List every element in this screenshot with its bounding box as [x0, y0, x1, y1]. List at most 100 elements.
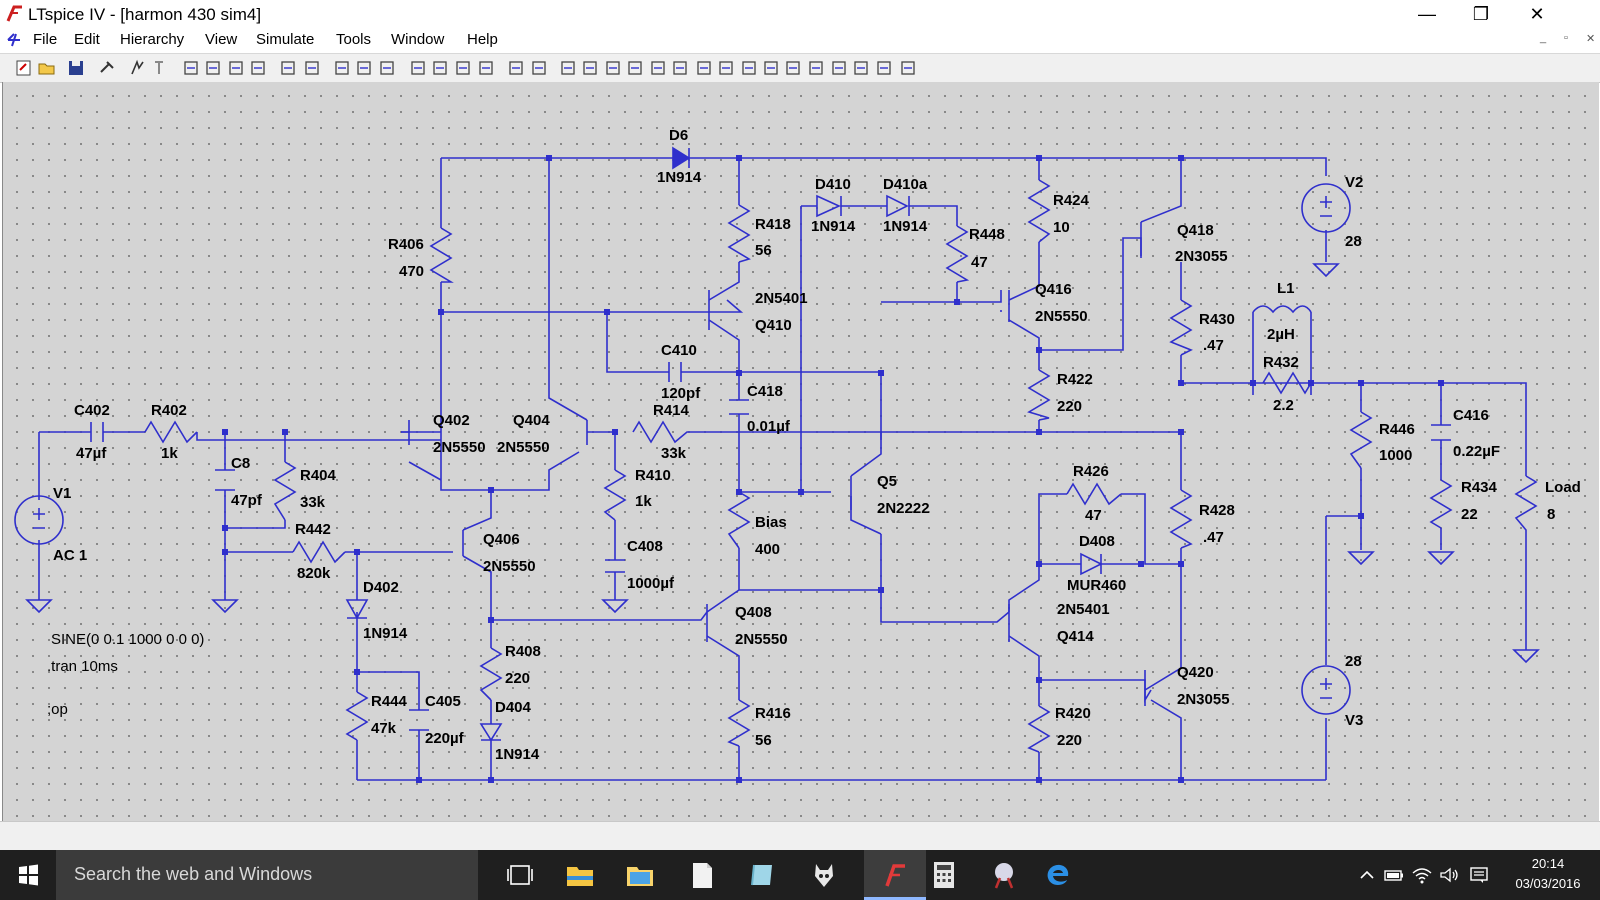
zoom-out-icon[interactable]: [226, 58, 246, 78]
task-view-icon[interactable]: [502, 858, 538, 892]
zoom-fit-icon[interactable]: [248, 58, 268, 78]
mirror-icon[interactable]: [851, 58, 871, 78]
load-ref: Load: [1545, 479, 1581, 496]
open-icon[interactable]: [37, 58, 57, 78]
tool-icon[interactable]: [986, 858, 1022, 892]
mdi-minimize-button[interactable]: _: [1540, 32, 1547, 44]
cascade-icon[interactable]: [302, 58, 322, 78]
r404-value: 33k: [300, 494, 326, 511]
document-icon[interactable]: [684, 858, 720, 892]
menu-hierarchy[interactable]: Hierarchy: [120, 31, 185, 48]
mdi-restore-button[interactable]: ▫: [1564, 32, 1568, 44]
q402-value: 2N5550: [433, 439, 486, 456]
inductor-icon[interactable]: [670, 58, 690, 78]
windows-start-icon[interactable]: [0, 850, 56, 900]
q402-ref: Q402: [433, 412, 470, 429]
zoom-in-icon[interactable]: [181, 58, 201, 78]
close-all-icon[interactable]: [332, 58, 352, 78]
save-icon[interactable]: [66, 58, 86, 78]
r448-ref: R448: [969, 226, 1005, 243]
q406-value: 2N5550: [483, 558, 536, 575]
move-icon[interactable]: [739, 58, 759, 78]
d404-value: 1N914: [495, 746, 540, 763]
label-icon[interactable]: [603, 58, 623, 78]
q416-value: 2N5550: [1035, 308, 1088, 325]
calculator-icon[interactable]: [926, 858, 962, 892]
q5-ref: Q5: [877, 473, 897, 490]
menu-simulate[interactable]: Simulate: [256, 31, 315, 48]
wire-icon[interactable]: [558, 58, 578, 78]
menu-file[interactable]: File: [33, 31, 58, 48]
clock-time[interactable]: 20:14: [1531, 856, 1565, 871]
search-box[interactable]: Search the web and Windows: [56, 850, 478, 900]
tran-directive[interactable]: .tran 10ms: [47, 658, 118, 675]
maximize-button[interactable]: ❐: [1472, 4, 1490, 24]
clock-date[interactable]: 03/03/2016: [1515, 876, 1581, 891]
control-panel-icon[interactable]: [97, 58, 117, 78]
q5-value: 2N2222: [877, 500, 930, 517]
notifications-icon[interactable]: [1468, 865, 1490, 885]
rotate-icon[interactable]: [829, 58, 849, 78]
menu-edit[interactable]: Edit: [74, 31, 100, 48]
r442-ref: R442: [295, 521, 331, 538]
redo-icon[interactable]: [806, 58, 826, 78]
folder-icon[interactable]: [622, 858, 658, 892]
app-icon[interactable]: [744, 858, 780, 892]
tile-icon[interactable]: [278, 58, 298, 78]
gimp-icon[interactable]: [806, 858, 842, 892]
menu-view[interactable]: View: [205, 31, 238, 48]
paste-icon[interactable]: [453, 58, 473, 78]
search-placeholder: Search the web and Windows: [74, 864, 313, 884]
chevron-up-icon[interactable]: [1356, 865, 1378, 885]
mdi-close-button[interactable]: ✕: [1586, 33, 1596, 45]
edge-icon[interactable]: [1040, 858, 1076, 892]
menu-window[interactable]: Window: [391, 31, 445, 48]
battery-icon[interactable]: [1383, 865, 1405, 885]
r444-ref: R444: [371, 693, 408, 710]
q410-value: 2N5401: [755, 290, 808, 307]
spice-directive-icon[interactable]: [898, 58, 918, 78]
menu-tools[interactable]: Tools: [336, 31, 372, 48]
schematic-canvas[interactable]: D6 1N914 D410 1N914 D410a 1N914 R418 56 …: [2, 82, 1599, 821]
ltspice-icon[interactable]: [877, 858, 913, 892]
find-icon[interactable]: [377, 58, 397, 78]
print-preview-icon[interactable]: [506, 58, 526, 78]
copy-icon[interactable]: [430, 58, 450, 78]
q418-ref: Q418: [1177, 222, 1214, 239]
r402-value: 1k: [161, 445, 178, 462]
volume-icon[interactable]: [1438, 865, 1460, 885]
r428-ref: R428: [1199, 502, 1235, 519]
schematic-menu-icon[interactable]: [6, 32, 22, 48]
c416-ref: C416: [1453, 407, 1489, 424]
close-button[interactable]: ✕: [1529, 4, 1545, 24]
capacitor-icon[interactable]: [648, 58, 668, 78]
component-icon[interactable]: [716, 58, 736, 78]
wifi-icon[interactable]: [1411, 865, 1433, 885]
text-icon[interactable]: [874, 58, 894, 78]
r404-ref: R404: [300, 467, 337, 484]
autorange-icon[interactable]: [354, 58, 374, 78]
binoculars-icon[interactable]: [476, 58, 496, 78]
r422-value: 220: [1057, 398, 1082, 415]
r414-ref: R414: [653, 402, 690, 419]
print-icon[interactable]: [529, 58, 549, 78]
diode-icon[interactable]: [694, 58, 714, 78]
zoom-area-icon[interactable]: [203, 58, 223, 78]
run-icon[interactable]: [127, 58, 147, 78]
halt-icon[interactable]: [149, 58, 169, 78]
schematic-drawing[interactable]: D6 1N914 D410 1N914 D410a 1N914 R418 56 …: [3, 82, 1599, 821]
drag-icon[interactable]: [761, 58, 781, 78]
c418-value: 0.01µf: [747, 418, 791, 435]
new-schematic-icon[interactable]: [14, 58, 34, 78]
c408-ref: C408: [627, 538, 663, 555]
source-directive[interactable]: SINE(0 0.1 1000 0 0 0): [51, 631, 204, 648]
op-directive[interactable]: ;op: [47, 701, 68, 718]
window-title: LTspice IV - [harmon 430 sim4]: [28, 5, 262, 24]
file-explorer-icon[interactable]: [562, 858, 598, 892]
minimize-button[interactable]: —: [1418, 4, 1436, 24]
ground-icon[interactable]: [580, 58, 600, 78]
resistor-icon[interactable]: [625, 58, 645, 78]
menu-help[interactable]: Help: [467, 31, 498, 48]
cut-icon[interactable]: [408, 58, 428, 78]
undo-icon[interactable]: [783, 58, 803, 78]
